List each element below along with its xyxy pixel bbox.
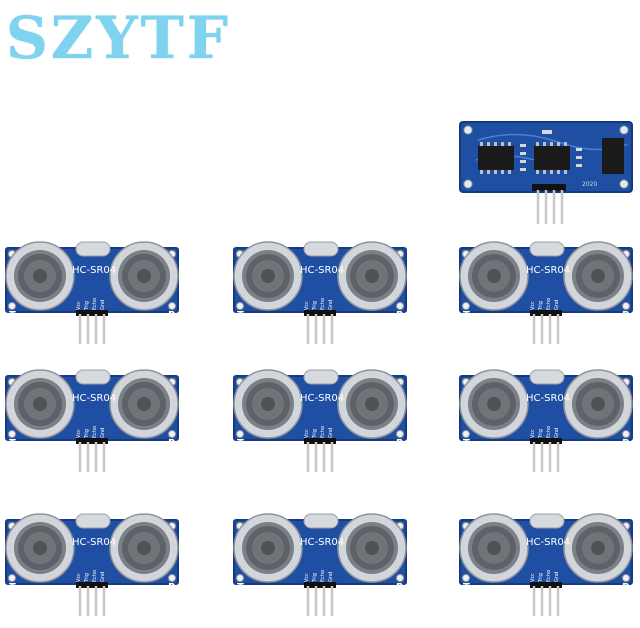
pin-label-gnd: Gnd xyxy=(100,300,106,310)
transmitter-mark: T xyxy=(9,582,16,593)
pin-label-gnd: Gnd xyxy=(554,572,560,582)
model-label: HC-SR04 xyxy=(300,537,344,548)
transmitter-mark: T xyxy=(463,438,470,449)
transmitter-mark: T xyxy=(9,438,16,449)
pin-label-vcc: Vcc xyxy=(530,429,536,438)
silkscreen-code: 2020 xyxy=(582,181,597,188)
pin-label-echo: Echo xyxy=(92,570,98,582)
pin-label-echo: Echo xyxy=(320,298,326,310)
model-label: HC-SR04 xyxy=(526,537,570,548)
pin-label-trig: Trig xyxy=(312,301,318,311)
pin-label-echo: Echo xyxy=(546,298,552,310)
model-label: HC-SR04 xyxy=(72,537,116,548)
transmitter-mark: T xyxy=(237,310,244,321)
pin-label-gnd: Gnd xyxy=(100,572,106,582)
pin-label-trig: Trig xyxy=(538,573,544,583)
pin-label-trig: Trig xyxy=(84,301,90,311)
model-label: HC-SR04 xyxy=(526,393,570,404)
ultrasonic-sensor-module-image: HC-SR04 T R Vcc Trig Echo Gnd xyxy=(458,512,634,620)
receiver-mark: R xyxy=(622,438,630,449)
transmitter-mark: T xyxy=(463,582,470,593)
receiver-mark: R xyxy=(168,438,176,449)
pin-label-trig: Trig xyxy=(312,429,318,439)
ultrasonic-sensor-module-image: HC-SR04 T R Vcc Trig Echo Gnd xyxy=(4,240,180,348)
pin-label-gnd: Gnd xyxy=(328,428,334,438)
model-label: HC-SR04 xyxy=(72,265,116,276)
receiver-mark: R xyxy=(396,310,404,321)
receiver-mark: R xyxy=(396,582,404,593)
ultrasonic-sensor-module-image: HC-SR04 T R Vcc Trig Echo Gnd xyxy=(4,512,180,620)
model-label: HC-SR04 xyxy=(300,265,344,276)
pin-label-echo: Echo xyxy=(320,426,326,438)
ultrasonic-sensor-module-image: HC-SR04 T R Vcc Trig Echo Gnd xyxy=(232,368,408,476)
model-label: HC-SR04 xyxy=(526,265,570,276)
receiver-mark: R xyxy=(168,582,176,593)
transmitter-mark: T xyxy=(237,582,244,593)
pin-label-vcc: Vcc xyxy=(304,429,310,438)
pin-label-gnd: Gnd xyxy=(328,300,334,310)
pin-label-vcc: Vcc xyxy=(530,573,536,582)
pin-label-vcc: Vcc xyxy=(304,573,310,582)
pin-label-gnd: Gnd xyxy=(100,428,106,438)
model-label: HC-SR04 xyxy=(300,393,344,404)
pin-label-echo: Echo xyxy=(320,570,326,582)
receiver-mark: R xyxy=(168,310,176,321)
transmitter-mark: T xyxy=(463,310,470,321)
ultrasonic-sensor-module-image: HC-SR04 T R Vcc Trig Echo Gnd xyxy=(458,240,634,348)
receiver-mark: R xyxy=(622,582,630,593)
ultrasonic-sensor-module-image: HC-SR04 T R Vcc Trig Echo Gnd xyxy=(458,368,634,476)
ultrasonic-sensor-module-image: HC-SR04 T R Vcc Trig Echo Gnd xyxy=(4,368,180,476)
pin-label-vcc: Vcc xyxy=(76,301,82,310)
pin-label-gnd: Gnd xyxy=(554,428,560,438)
pin-label-gnd: Gnd xyxy=(328,572,334,582)
pin-label-trig: Trig xyxy=(84,573,90,583)
pin-label-trig: Trig xyxy=(312,573,318,583)
model-label: HC-SR04 xyxy=(72,393,116,404)
pin-label-vcc: Vcc xyxy=(530,301,536,310)
pin-label-vcc: Vcc xyxy=(76,429,82,438)
receiver-mark: R xyxy=(622,310,630,321)
pin-label-vcc: Vcc xyxy=(76,573,82,582)
pin-label-gnd: Gnd xyxy=(554,300,560,310)
sensor-pcb-back-image: 2020 xyxy=(458,120,638,232)
ultrasonic-sensor-module-image: HC-SR04 T R Vcc Trig Echo Gnd xyxy=(232,240,408,348)
ultrasonic-sensor-module-image: HC-SR04 T R Vcc Trig Echo Gnd xyxy=(232,512,408,620)
pin-label-echo: Echo xyxy=(546,426,552,438)
pin-label-trig: Trig xyxy=(538,429,544,439)
pin-label-trig: Trig xyxy=(84,429,90,439)
pin-label-trig: Trig xyxy=(538,301,544,311)
pin-label-vcc: Vcc xyxy=(304,301,310,310)
transmitter-mark: T xyxy=(9,310,16,321)
brand-logo: SZYTF xyxy=(6,4,231,72)
pin-label-echo: Echo xyxy=(92,298,98,310)
pin-label-echo: Echo xyxy=(546,570,552,582)
pin-label-echo: Echo xyxy=(92,426,98,438)
transmitter-mark: T xyxy=(237,438,244,449)
receiver-mark: R xyxy=(396,438,404,449)
